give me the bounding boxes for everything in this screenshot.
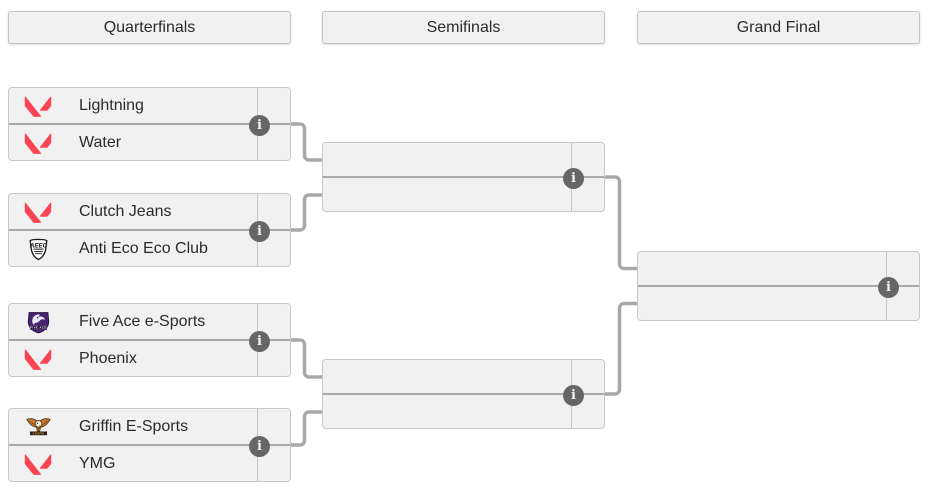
team-name: Anti Eco Eco Club xyxy=(79,239,208,257)
row-divider xyxy=(9,339,290,341)
svg-text:GRIFFIN: GRIFFIN xyxy=(32,432,44,435)
team-name: Water xyxy=(79,133,122,151)
team-row[interactable] xyxy=(638,252,919,285)
valorant-logo-icon xyxy=(24,92,52,120)
team-name: Phoenix xyxy=(79,349,137,367)
svg-text:AEEC: AEEC xyxy=(28,242,47,249)
team-row[interactable]: Water xyxy=(9,125,290,160)
connector-line xyxy=(604,175,638,271)
svg-text:FIVE ACE: FIVE ACE xyxy=(30,326,47,330)
valorant-logo-icon xyxy=(24,345,52,373)
team-row[interactable] xyxy=(323,360,604,393)
team-name: Griffin E-Sports xyxy=(79,417,189,435)
connector-line xyxy=(291,122,323,162)
team-row[interactable] xyxy=(323,178,604,211)
team-name: Clutch Jeans xyxy=(79,202,172,220)
row-divider xyxy=(9,123,290,125)
row-divider xyxy=(9,229,290,231)
row-divider xyxy=(323,393,604,395)
team-row[interactable]: Clutch Jeans xyxy=(9,194,290,229)
griffin-logo-icon: GRIFFIN xyxy=(24,413,52,441)
round-header-semifinals: Semifinals xyxy=(322,11,605,44)
row-divider xyxy=(323,176,604,178)
match-qf4[interactable]: GRIFFIN Griffin E-Sports YMG i xyxy=(8,408,291,482)
info-icon[interactable]: i xyxy=(249,330,270,352)
valorant-logo-icon xyxy=(24,129,52,157)
match-sf2[interactable]: i xyxy=(322,359,605,429)
match-gf1[interactable]: i xyxy=(637,251,920,321)
connector-line xyxy=(604,301,638,396)
valorant-logo-icon xyxy=(24,198,52,226)
match-sf1[interactable]: i xyxy=(322,142,605,212)
info-icon[interactable]: i xyxy=(249,220,270,242)
match-qf2[interactable]: Clutch Jeans AEEC Anti Eco Eco Club i xyxy=(8,193,291,267)
round-header-quarterfinals: Quarterfinals xyxy=(8,11,291,44)
team-row[interactable]: Phoenix xyxy=(9,341,290,376)
match-qf3[interactable]: FIVE ACE Five Ace e-Sports Phoenix i xyxy=(8,303,291,377)
info-icon[interactable]: i xyxy=(249,435,270,457)
team-row[interactable] xyxy=(323,143,604,176)
team-name: Lightning xyxy=(79,96,144,114)
connector-line xyxy=(291,338,323,379)
info-icon[interactable]: i xyxy=(563,384,584,406)
five-ace-logo-icon: FIVE ACE xyxy=(24,308,52,336)
aeec-crest-logo-icon: AEEC xyxy=(24,235,52,263)
team-row[interactable]: YMG xyxy=(9,446,290,481)
team-row[interactable]: Lightning xyxy=(9,88,290,123)
team-row[interactable]: GRIFFIN Griffin E-Sports xyxy=(9,409,290,444)
team-row[interactable]: FIVE ACE Five Ace e-Sports xyxy=(9,304,290,339)
team-row[interactable]: AEEC Anti Eco Eco Club xyxy=(9,231,290,266)
connector-line xyxy=(291,410,323,447)
round-header-grand-final: Grand Final xyxy=(637,11,920,44)
team-row[interactable] xyxy=(638,287,919,320)
team-name: YMG xyxy=(79,454,116,472)
team-name: Five Ace e-Sports xyxy=(79,312,206,330)
info-icon[interactable]: i xyxy=(878,276,899,298)
row-divider xyxy=(638,285,919,287)
match-qf1[interactable]: Lightning Water i xyxy=(8,87,291,161)
connector-line xyxy=(291,193,323,232)
info-icon[interactable]: i xyxy=(249,114,270,136)
valorant-logo-icon xyxy=(24,450,52,478)
info-icon[interactable]: i xyxy=(563,167,584,189)
team-row[interactable] xyxy=(323,395,604,428)
row-divider xyxy=(9,444,290,446)
